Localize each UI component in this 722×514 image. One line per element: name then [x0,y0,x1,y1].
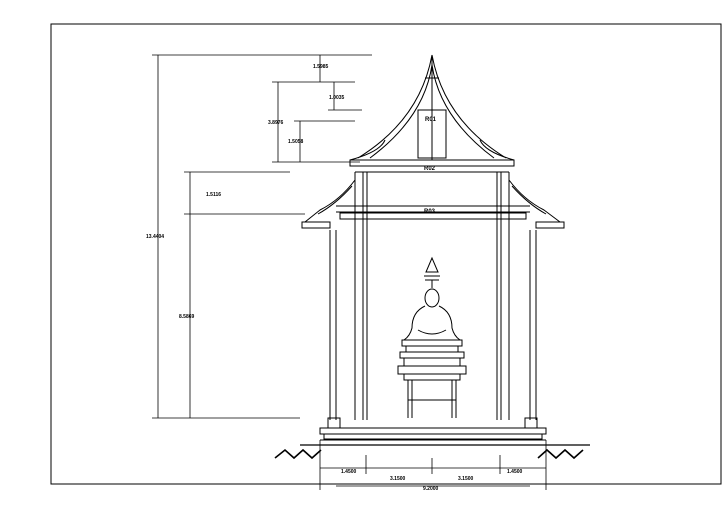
ground-hatch-right [537,448,584,460]
dim-base-left: 1.4500 [341,469,357,475]
drawing-frame [50,23,722,485]
dim-column-height: 8.5869 [179,314,195,320]
base-platform [319,417,547,441]
roof-label-3: R03 [424,209,436,215]
upper-roof [357,54,507,160]
dim-base-center-right: 3.1500 [458,476,474,482]
dim-upper-top-1: 1.5985 [313,64,329,70]
dim-roof-1-lower: 1.5058 [288,139,304,145]
vertical-dimensions [152,54,372,419]
dim-roof-2-height: 1.5116 [206,192,221,198]
ground-hatch-left [274,448,322,460]
horizontal-dimensions [319,440,547,490]
dim-base-total: 9.2000 [423,486,439,492]
lower-roof [301,179,565,229]
pavilion [274,54,590,460]
dim-base-right: 1.4500 [507,469,523,475]
buddha-statue [397,256,467,418]
dim-overall-height: 13.4404 [146,234,164,240]
roof-label-2: R02 [424,166,436,172]
dim-upper-top-2: 1.0035 [329,95,345,101]
dim-base-center-left: 3.1500 [390,476,406,482]
roof-label-1: R01 [425,117,437,123]
dim-roof-1-height: 3.8976 [268,120,284,126]
